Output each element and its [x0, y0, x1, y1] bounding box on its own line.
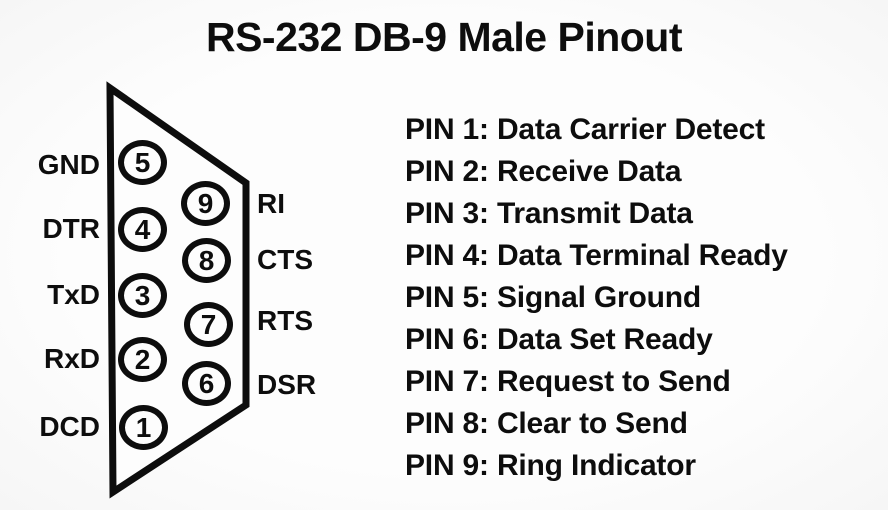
pin-description-list: PIN 1: Data Carrier Detect PIN 2: Receiv…	[405, 109, 788, 487]
pin-4: 4	[118, 207, 167, 252]
signal-label-cts: CTS	[257, 244, 313, 275]
pin-3: 3	[118, 273, 167, 318]
pin-description-9: PIN 9: Ring Indicator	[405, 449, 696, 482]
pin-6: 6	[182, 361, 231, 406]
signal-label-gnd: GND	[37, 149, 100, 180]
signal-label-ri: RI	[257, 188, 285, 219]
page-title: RS-232 DB-9 Male Pinout	[205, 14, 683, 60]
signal-label-rxd: RxD	[43, 343, 100, 374]
pin-description-7: PIN 7: Request to Send	[405, 365, 731, 398]
signal-label-dsr: DSR	[257, 369, 317, 400]
pin-description-4: PIN 4: Data Terminal Ready	[405, 239, 788, 272]
pin-description-1: PIN 1: Data Carrier Detect	[405, 113, 765, 146]
pin-8: 8	[182, 238, 231, 283]
signal-label-txd: TxD	[47, 279, 100, 310]
pin-7: 7	[184, 302, 233, 347]
pin-5: 5	[118, 140, 167, 185]
signal-label-rts: RTS	[257, 305, 313, 336]
pin-description-5: PIN 5: Signal Ground	[405, 281, 702, 314]
signal-label-dcd: DCD	[39, 411, 100, 442]
pin-9: 9	[181, 181, 230, 226]
pin-description-8: PIN 8: Clear to Send	[405, 407, 688, 440]
pin-description-2: PIN 2: Receive Data	[405, 155, 682, 188]
signal-label-dtr: DTR	[42, 213, 100, 244]
pin-description-6: PIN 6: Data Set Ready	[405, 323, 713, 356]
pin-1: 1	[119, 405, 168, 450]
pin-description-3: PIN 3: Transmit Data	[405, 197, 693, 230]
pin-2: 2	[118, 337, 167, 382]
